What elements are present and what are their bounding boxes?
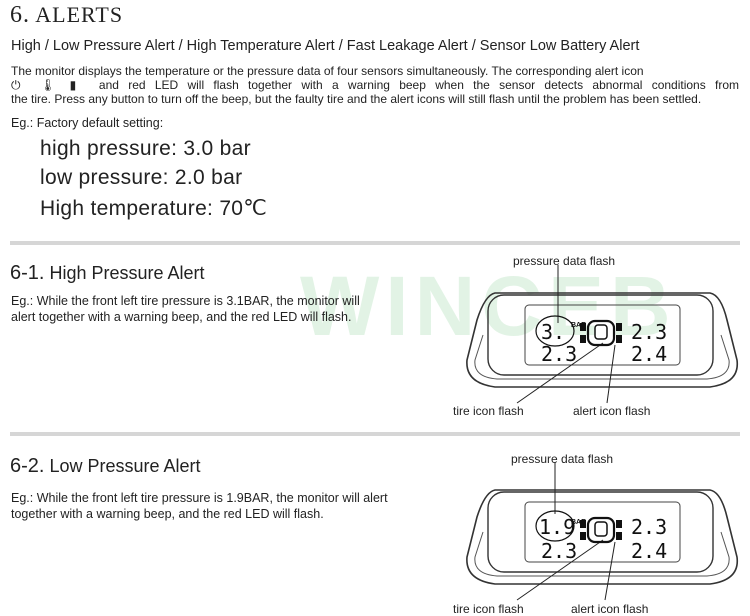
high-temperature-setting: High temperature: 70℃ <box>40 197 268 220</box>
rear-right-pressure: 2.4 <box>631 539 667 563</box>
low-pressure-alert-title: 6-2. Low Pressure Alert <box>10 455 201 478</box>
section-heading: 6. ALERTS <box>10 2 123 29</box>
pressure-data-flash-caption: pressure data flash <box>513 254 616 268</box>
tire-icon-flash-caption: tire icon flash <box>453 602 524 616</box>
section-title-text: Low Pressure Alert <box>49 456 201 476</box>
pressure-data-flash-caption: pressure data flash <box>511 452 614 466</box>
heading-title: ALERTS <box>35 2 124 27</box>
high-pressure-alert-title: 6-1. High Pressure Alert <box>10 262 205 285</box>
tpms-monitor-illustration-2: BAR 1.9 2.3 2.3 2.4 <box>466 462 739 601</box>
alert-icon-flash-caption: alert icon flash <box>573 404 651 418</box>
battery-sensor-icon: ▮ <box>69 78 77 92</box>
front-right-pressure: 2.3 <box>631 320 667 344</box>
tire-icon-flash-caption: tire icon flash <box>453 404 524 418</box>
intro-line-2: ⏻ 🌡 ▮ and red LED will flash together wi… <box>11 78 739 92</box>
thermometer-icon: 🌡 <box>40 78 56 92</box>
tpms-monitor-illustration-1: BAR 3. 2.3 2.3 2.4 <box>466 265 739 404</box>
power-icon: ⏻ <box>11 78 21 92</box>
section-number: 6-2. <box>10 455 45 477</box>
alert-types-subtitle: High / Low Pressure Alert / High Tempera… <box>11 38 640 54</box>
rear-left-pressure: 2.3 <box>541 539 577 563</box>
rear-left-pressure: 2.3 <box>541 342 577 366</box>
front-right-pressure: 2.3 <box>631 515 667 539</box>
front-left-pressure: 1.9 <box>539 515 575 539</box>
unit-label: BAR <box>571 322 586 329</box>
unit-label: BAR <box>571 519 586 526</box>
high-pressure-alert-text: Eg.: While the front left tire pressure … <box>11 294 360 324</box>
intro-line-2-text: and red LED will flash together with a w… <box>98 78 740 92</box>
section-number: 6-1. <box>10 262 45 284</box>
intro-line-1: The monitor displays the temperature or … <box>11 64 644 78</box>
alert-icon-flash-caption: alert icon flash <box>571 602 649 616</box>
rear-right-pressure: 2.4 <box>631 342 667 366</box>
section-divider-2 <box>10 432 740 436</box>
section-title-text: High Pressure Alert <box>49 263 205 283</box>
intro-paragraph: The monitor displays the temperature or … <box>11 64 739 106</box>
watermark-logo: WINCEB <box>300 259 677 353</box>
low-pressure-alert-text: Eg.: While the front left tire pressure … <box>11 491 388 521</box>
factory-default-label: Eg.: Factory default setting: <box>11 116 164 130</box>
front-left-pressure: 3. <box>541 320 565 344</box>
high-pressure-setting: high pressure: 3.0 bar <box>40 137 251 160</box>
low-pressure-setting: low pressure: 2.0 bar <box>40 166 243 189</box>
heading-number: 6. <box>10 2 30 28</box>
intro-line-3: the tire. Press any button to turn off t… <box>11 92 702 106</box>
section-divider-1 <box>10 241 740 245</box>
